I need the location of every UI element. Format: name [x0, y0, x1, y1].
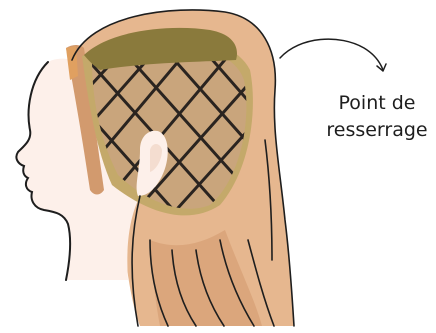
tightening-point-label: Point de resserrage	[322, 90, 432, 144]
label-line-1: Point de	[322, 90, 432, 117]
curved-arrow-icon	[280, 39, 383, 70]
label-line-2: resserrage	[322, 117, 432, 144]
